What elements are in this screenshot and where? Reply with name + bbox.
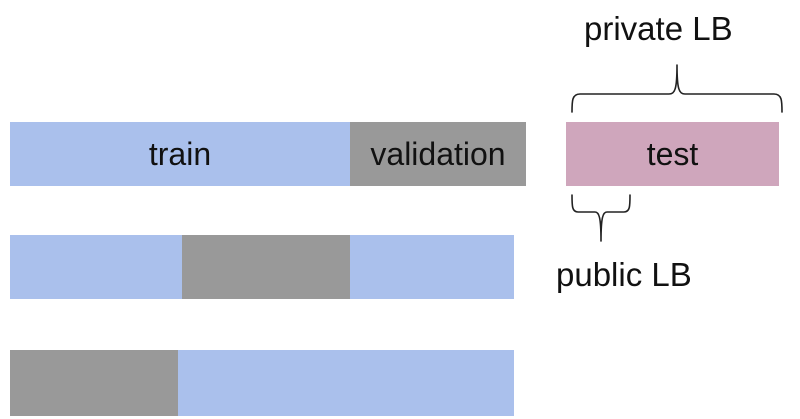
row2-train-segment-right (350, 235, 514, 299)
public-lb-label: public LB (556, 256, 692, 293)
row2-validation-segment (182, 235, 350, 299)
row1-validation-segment: validation (350, 122, 526, 186)
test-segment: test (566, 122, 779, 186)
private-lb-brace (571, 64, 783, 113)
test-label: test (646, 135, 699, 172)
row3-train-segment (178, 350, 514, 416)
validation-label: validation (370, 135, 506, 172)
row2-train-segment-left (10, 235, 182, 299)
row3-validation-segment (10, 350, 178, 416)
private-lb-label: private LB (584, 10, 733, 47)
train-label: train (148, 135, 212, 172)
public-lb-brace (571, 194, 631, 242)
row1-train-segment: train (10, 122, 350, 186)
